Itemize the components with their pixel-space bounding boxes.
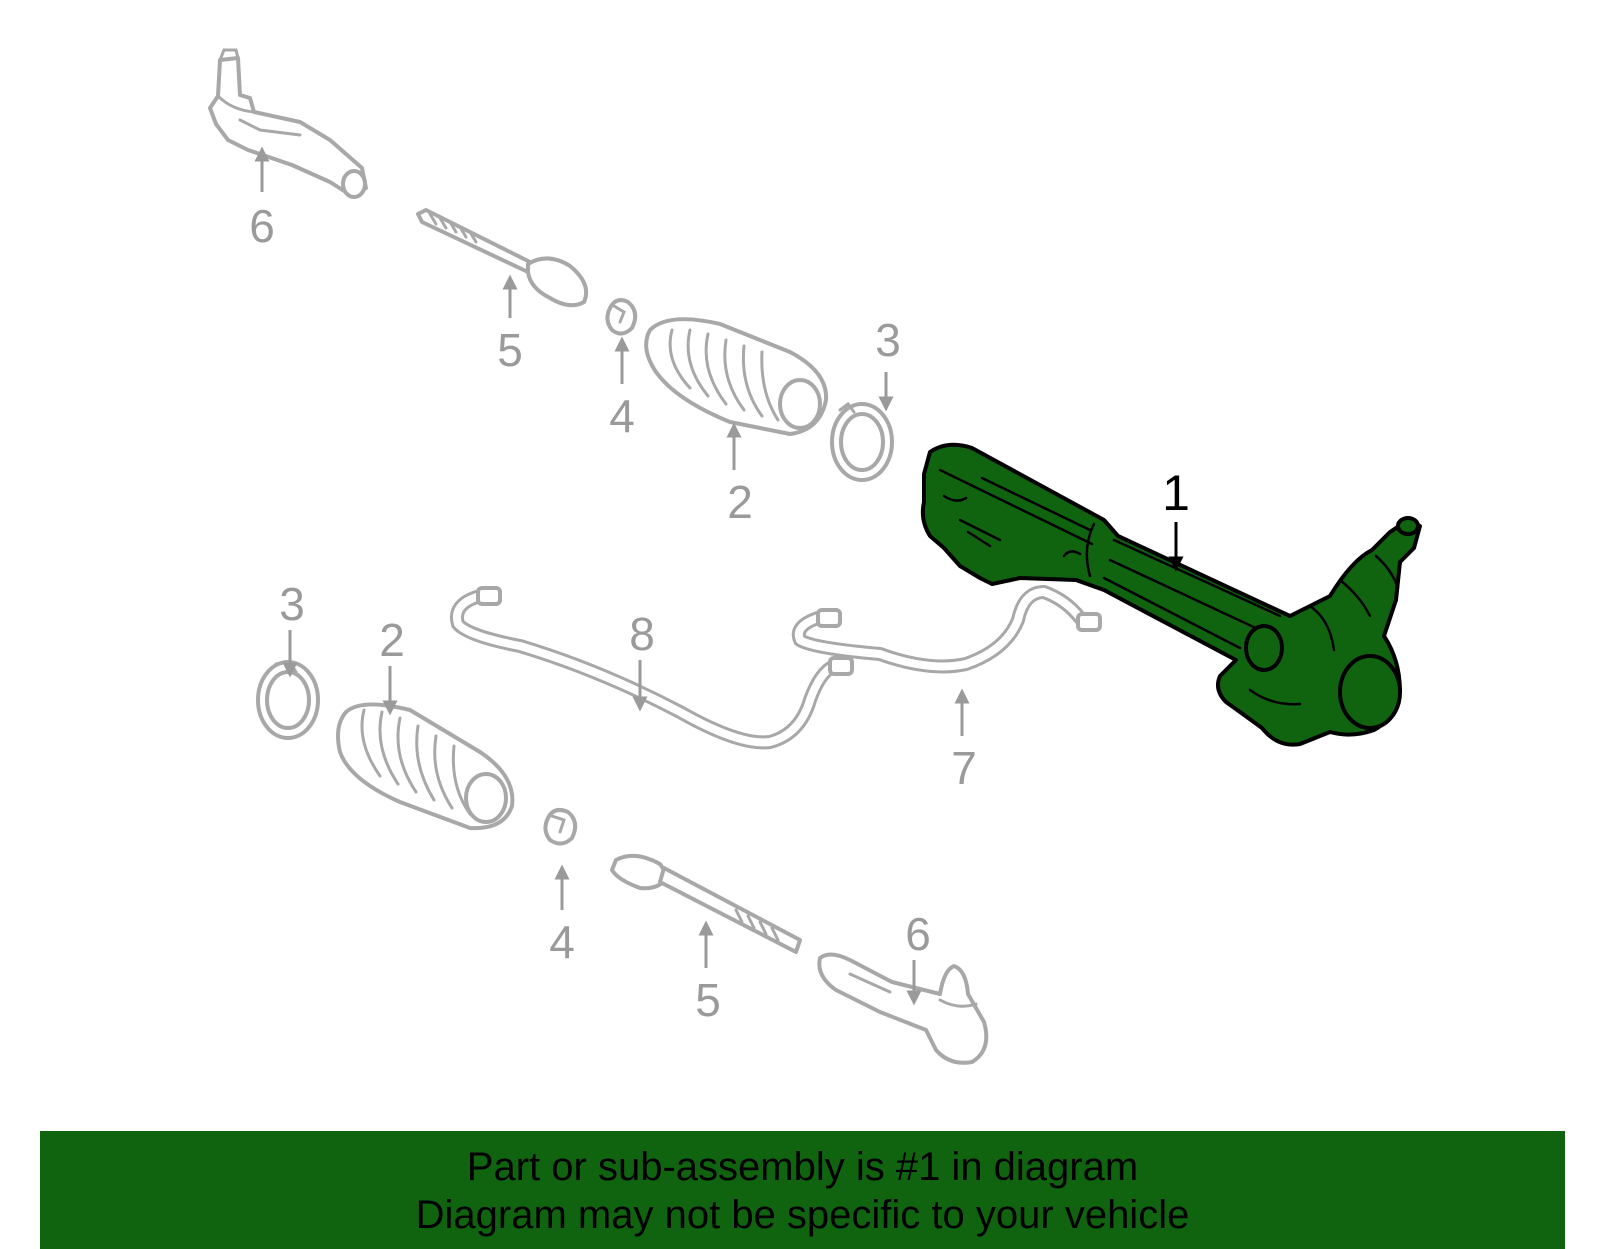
clamp-small-lower	[543, 808, 578, 846]
info-banner: Part or sub-assembly is #1 in diagram Di…	[40, 1131, 1565, 1249]
tie-rod-end-upper	[208, 48, 368, 199]
callout-5-lower: 5	[695, 974, 721, 1026]
callout-1: 1	[1162, 465, 1190, 521]
pressure-hose-8	[450, 586, 854, 750]
rack-and-pinion-assembly	[920, 442, 1422, 747]
callout-6-upper: 6	[249, 200, 275, 252]
callout-3-upper: 3	[875, 314, 901, 366]
callout-4-upper: 4	[609, 390, 635, 442]
callout-7: 7	[951, 742, 977, 794]
callout-3-lower: 3	[279, 578, 305, 630]
inner-tie-rod-lower	[610, 853, 802, 954]
clamp-ring-lower	[256, 660, 320, 740]
clamp-ring-upper	[830, 401, 894, 482]
callout-6-lower: 6	[905, 908, 931, 960]
boot-upper	[644, 317, 829, 436]
callout-5-upper: 5	[497, 324, 523, 376]
return-hose-7	[791, 584, 1102, 674]
exploded-diagram-svg: 6 5 4 2 3 3 2 8 7 4 5 6 1	[208, 48, 1422, 1065]
callout-2-upper: 2	[727, 476, 753, 528]
callout-4-lower: 4	[549, 916, 575, 968]
clamp-small-upper	[605, 298, 638, 336]
callout-arrows	[254, 146, 1184, 1006]
inner-tie-rod-upper	[416, 208, 589, 308]
boot-lower	[336, 702, 515, 831]
tie-rod-end-lower	[817, 952, 989, 1065]
callout-8: 8	[629, 608, 655, 660]
banner-line-1: Part or sub-assembly is #1 in diagram	[466, 1145, 1139, 1189]
rack-housing	[920, 442, 1422, 747]
callout-labels: 6 5 4 2 3 3 2 8 7 4 5 6 1	[249, 200, 1190, 1026]
banner-line-2: Diagram may not be specific to your vehi…	[415, 1193, 1190, 1237]
callout-2-lower: 2	[379, 614, 405, 666]
